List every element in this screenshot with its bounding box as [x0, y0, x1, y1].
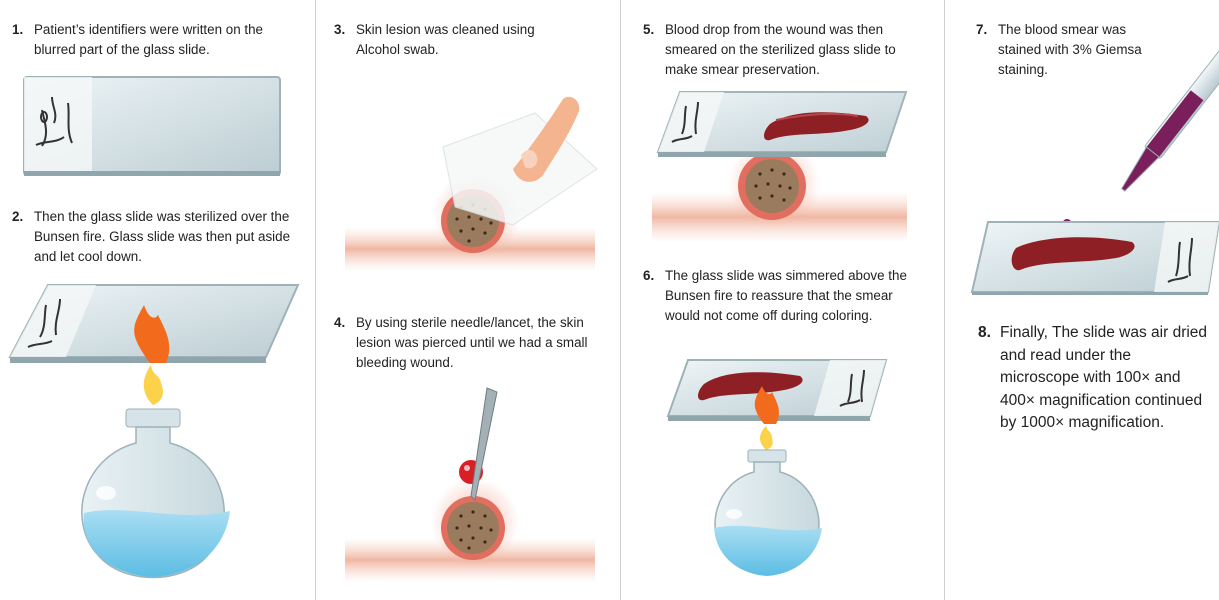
- column-divider-3: [944, 0, 945, 600]
- step-8-caption: 8. Finally, The slide was air dried and …: [978, 322, 1210, 435]
- step-number: 2.: [12, 207, 23, 227]
- step-number: 6.: [643, 266, 654, 286]
- blood-smear-slide-illustration: [652, 90, 914, 245]
- step-4-caption: 4. By using sterile needle/lancet, the s…: [334, 313, 614, 373]
- step-text: Patient’s identifiers were written on th…: [12, 20, 302, 60]
- step-number: 5.: [643, 20, 654, 40]
- step-1-caption: 1. Patient’s identifiers were written on…: [12, 20, 302, 60]
- heat-fix-flask-illustration: [668, 360, 888, 585]
- lancet-pierce-illustration: [345, 380, 605, 585]
- step-number: 3.: [334, 20, 345, 40]
- step-text: Blood drop from the wound was then smear…: [643, 20, 928, 80]
- step-text: Finally, The slide was air dried and rea…: [978, 322, 1210, 435]
- step-text: Skin lesion was cleaned using Alcohol sw…: [334, 20, 579, 60]
- alcohol-swab-illustration: [345, 95, 605, 275]
- bunsen-flask-with-slide: [8, 285, 300, 585]
- column-divider-1: [315, 0, 316, 600]
- step-2-caption: 2. Then the glass slide was sterilized o…: [12, 207, 302, 267]
- glass-slide-illustration: [22, 75, 284, 180]
- step-text: Then the glass slide was sterilized over…: [12, 207, 302, 267]
- step-number: 8.: [978, 322, 991, 345]
- step-5-caption: 5. Blood drop from the wound was then sm…: [643, 20, 928, 80]
- step-number: 1.: [12, 20, 23, 40]
- step-6-caption: 6. The glass slide was simmered above th…: [643, 266, 928, 326]
- step-number: 4.: [334, 313, 345, 333]
- step-text: By using sterile needle/lancet, the skin…: [334, 313, 614, 373]
- step-text: The glass slide was simmered above the B…: [643, 266, 928, 326]
- step-3-caption: 3. Skin lesion was cleaned using Alcohol…: [334, 20, 579, 60]
- column-divider-2: [620, 0, 621, 600]
- giemsa-pipette-illustration: [970, 20, 1219, 295]
